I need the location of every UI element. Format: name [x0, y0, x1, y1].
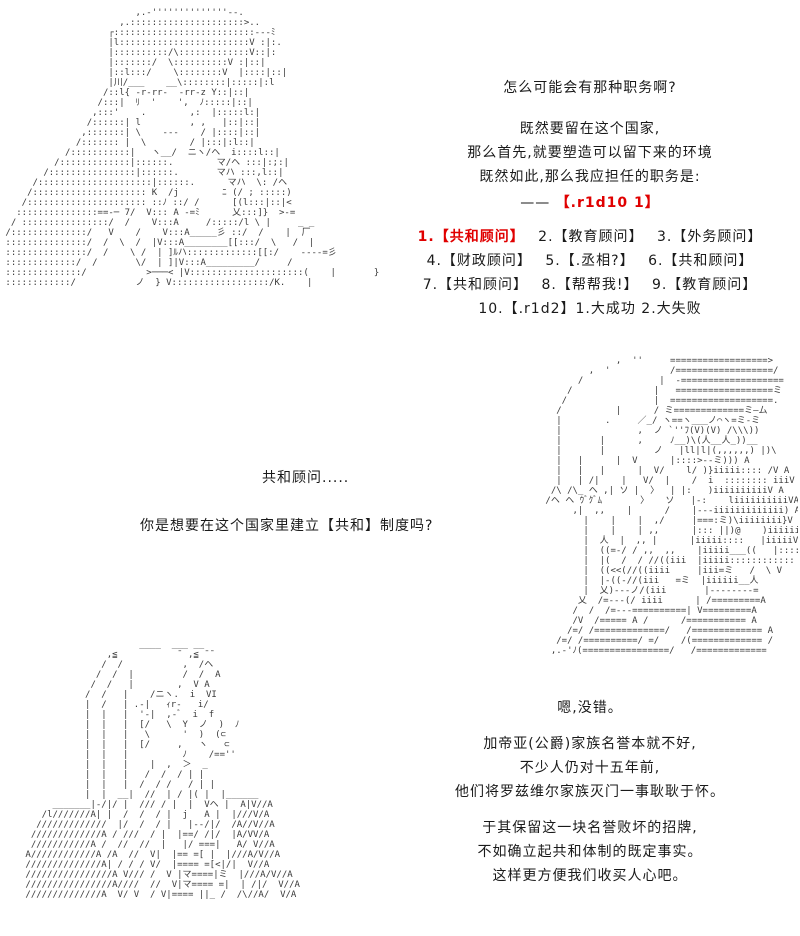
options-row: 10.【.r1d2】1.大成功 2.大失败: [380, 297, 800, 321]
option-3: 3.【外务顾问】: [656, 229, 763, 245]
dialogue-line: 共和顾问.....: [262, 470, 350, 486]
option-2: 2.【教育顾问】: [538, 229, 644, 245]
dialogue-line: 加帝亚(公爵)家族名誉本就不好,: [483, 736, 697, 752]
dialogue-panel-1: 怎么可能会有那种职务啊? 既然要留在这个国家, 那么首先,就要塑造可以留下来的环…: [380, 76, 800, 321]
options-row: 1.【共和顾问】 2.【教育顾问】 3.【外务顾问】: [380, 225, 800, 249]
dialogue-panel-2: 共和顾问..... 你是想要在这个国家里建立【共和】制度吗?: [140, 466, 470, 538]
option-1-highlighted: 1.【共和顾问】: [417, 229, 525, 245]
option-7: 7.【共和顾问】: [422, 277, 529, 293]
option-8: 8.【帮帮我!】: [541, 277, 639, 293]
dice-roll-result: 【.r1d10 1】: [555, 195, 660, 211]
dialogue-line: 既然要留在这个国家,: [519, 121, 661, 137]
dice-roll-line: —— 【.r1d10 1】: [380, 191, 800, 215]
dialogue-line: 不少人仍对十五年前,: [519, 760, 661, 776]
dialogue-line: 那么首先,就要塑造可以留下来的环境: [467, 145, 713, 161]
dialogue-line: 这样更方便我们收买人心吧。: [492, 868, 688, 884]
dialogue-line: 于其保留这一块名誉败坏的招牌,: [482, 820, 698, 836]
dialogue-line: 不如确立起共和体制的既定事实。: [477, 844, 703, 860]
option-5: 5.【.丞相?】: [545, 253, 635, 269]
dialogue-panel-3: 嗯,没错。 加帝亚(公爵)家族名誉本就不好, 不少人仍对十五年前, 他们将罗兹维…: [380, 696, 800, 888]
option-10: 10.【.r1d2】1.大成功 2.大失败: [478, 301, 702, 317]
dialogue-line: 你是想要在这个国家里建立【共和】制度吗?: [140, 518, 434, 534]
option-6: 6.【共和顾问】: [648, 253, 754, 269]
options-row: 7.【共和顾问】 8.【帮帮我!】 9.【教育顾问】: [380, 273, 800, 297]
ascii-art-figure-long-hair: ,.-''''''''''''''--. ,.:::::::::::::::::…: [5, 8, 380, 288]
ascii-art-figure-bottom: ____ ___ __ ,≦ ̄ ,≦ ̄ ̄ / / , /ヘ / / | /…: [25, 640, 300, 900]
dialogue-line: 他们将罗兹维尔家族灭门一事耿耿于怀。: [455, 784, 725, 800]
options-row: 4.【财政顾问】 5.【.丞相?】 6.【共和顾问】: [380, 249, 800, 273]
option-4: 4.【财政顾问】: [426, 253, 532, 269]
dialogue-line: 怎么可能会有那种职务啊?: [503, 80, 677, 96]
dialogue-line: 嗯,没错。: [557, 700, 623, 716]
dice-roll-prefix: ——: [520, 195, 551, 211]
ascii-art-figure-seated: , '' ==================> , ' /==========…: [545, 356, 798, 656]
dialogue-line: 既然如此,那么我应担任的职务是:: [479, 169, 701, 185]
option-9: 9.【教育顾问】: [651, 277, 758, 293]
